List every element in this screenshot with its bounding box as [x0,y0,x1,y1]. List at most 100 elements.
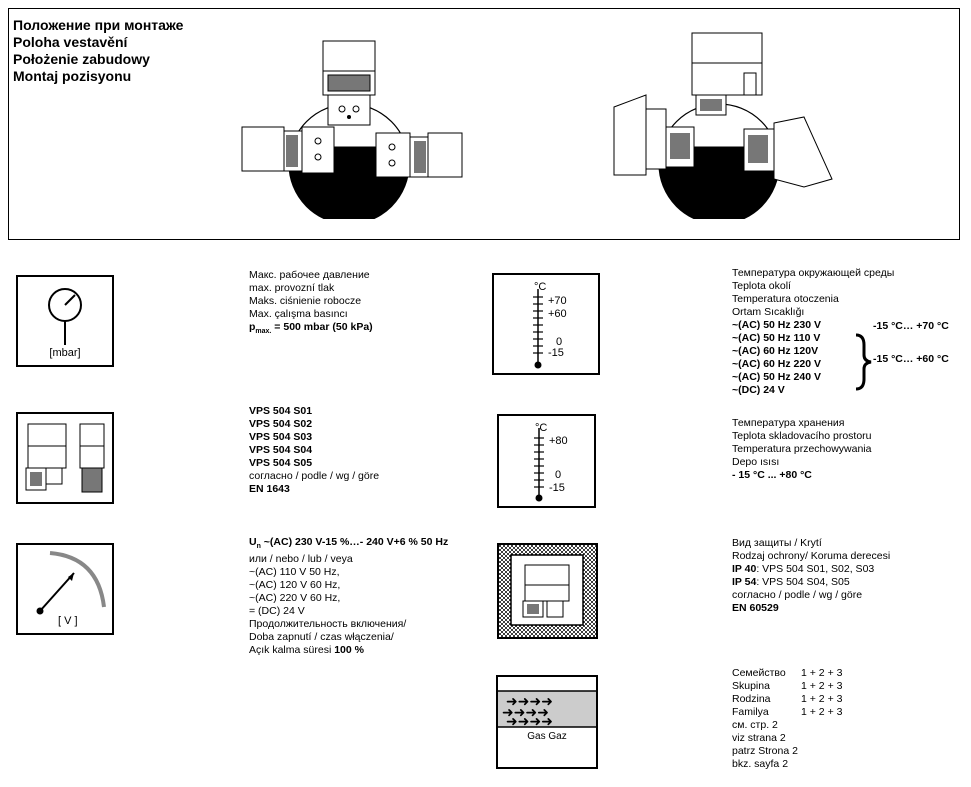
voltage-symbol: U [249,536,257,548]
gas-page-ref: viz strana 2 [732,732,786,744]
pressure-text: Макс. рабочее давление max. provozní tla… [249,269,373,338]
installation-titles: Положение при монтаже Poloha vestavění P… [13,17,183,85]
storage-line: Температура хранения [732,417,845,429]
ambient-thermo-unit: °C [534,281,547,293]
gas-icon-label: Gas Gaz [527,731,567,742]
installation-side-view-diagram [613,32,833,219]
storage-tick: 0 [555,469,562,481]
installation-title-pl: Położenie zabudowy [13,51,150,67]
ip54-label: IP 54 [732,576,757,588]
pressure-gauge-icon [48,288,82,345]
gas-flow-icon: ➜➜➜➜ ➜➜➜➜ ➜➜➜➜ [498,690,596,730]
voltage-text: Un ~(AC) 230 V-15 %…- 240 V+6 % 50 Hz ил… [249,536,448,657]
ambient-supply: ~(DC) 24 V [732,384,785,396]
ip-protection-icon [497,543,598,639]
gas-family-symbol: ➜➜➜➜ ➜➜➜➜ ➜➜➜➜ Gas Gaz [496,675,598,769]
ambient-line: Температура окружающей среды [732,267,895,279]
pressure-line: Max. çalışma basıncı [249,308,348,320]
protection-subtitle: Rodzaj ochrony/ Koruma derecesi [732,550,891,562]
ambient-line: Temperatura otoczenia [732,293,839,305]
gas-family-value: 1 + 2 + 3 [801,680,843,692]
duty-cycle-label: Açık kalma süresi [249,644,335,657]
pressure-gauge-symbol: [mbar] [16,275,114,367]
voltage-main: Un ~(AC) 230 V-15 %…- 240 V+6 % 50 Hz [249,536,448,553]
pmax-symbol: p [249,321,256,333]
ambient-tick: -15 [548,347,564,359]
storage-thermo-unit: °C [535,422,548,434]
svg-text:➜➜➜➜: ➜➜➜➜ [506,714,553,730]
gas-family-label: Familya [732,706,769,718]
ambient-tick: +60 [548,308,567,320]
storage-temp-text: Температура хранения Teplota skladovacíh… [732,417,872,482]
model-item: VPS 504 S03 [249,431,313,443]
voltage-line: Продолжительность включения/ [249,618,407,631]
pressure-line: Макс. рабочее давление [249,269,370,281]
pressure-unit-label: [mbar] [49,347,81,359]
pmax-subscript: max. [255,328,272,336]
gas-family-row: Rodzina 1 + 2 + 3 [732,693,842,706]
duty-cycle: Açık kalma süresi 100 % [249,644,448,657]
ambient-range-2: -15 °C… +60 °C [873,353,949,365]
installation-title-tr: Montaj pozisyonu [13,68,132,84]
valve-mounting-icon [25,423,105,493]
voltage-line: ~(AC) 220 V 60 Hz, [249,592,341,605]
models-standard: EN 1643 [249,483,290,495]
models-according: согласно / podle / wg / göre [249,470,380,482]
voltage-range: ~(AC) 230 V-15 %…- 240 V+6 % 50 Hz [260,536,449,548]
gas-page-ref: bkz. sayfa 2 [732,758,789,770]
protection-text: Вид защиты / Krytí Rodzaj ochrony/ Korum… [732,537,890,615]
models-text: VPS 504 S01 VPS 504 S02 VPS 504 S03 VPS … [249,405,379,496]
ambient-line: Ortam Sıcaklığı [732,306,805,318]
gas-page-ref: см. стр. 2 [732,719,778,731]
model-item: VPS 504 S05 [249,457,313,469]
storage-thermometer-icon [534,428,544,502]
voltage-line: = (DC) 24 V [249,605,305,618]
gas-family-value: 1 + 2 + 3 [801,667,843,679]
gas-family-value: 1 + 2 + 3 [801,693,843,705]
gas-page-ref: patrz Strona 2 [732,745,798,757]
ambient-tick: 0 [556,336,563,348]
installation-position-panel: Положение при монтаже Poloha vestavění P… [8,8,960,240]
ambient-supply: ~(AC) 50 Hz 110 V [732,332,821,344]
installation-front-view-diagram [241,40,463,219]
model-item: VPS 504 S01 [249,405,313,417]
installation-title-ru: Положение при монтаже [13,17,184,33]
installation-title-cs: Poloha vestavění [13,34,128,50]
storage-tick: -15 [549,482,565,494]
brace-icon [855,333,872,391]
ambient-supply: ~(AC) 50 Hz 240 V [732,371,821,383]
duty-cycle-value: 100 % [334,644,364,657]
model-item: VPS 504 S02 [249,418,313,430]
protection-ip54: IP 54: VPS 504 S04, S05 [732,576,890,589]
ambient-thermometer-icon [533,289,543,369]
voltage-unit-label: [ V ] [58,615,78,627]
voltage-line: ~(AC) 110 V 50 Hz, [249,566,340,579]
ip40-value: : VPS 504 S01, S02, S03 [756,563,875,575]
storage-line: Temperatura przechowywania [732,443,872,455]
voltmeter-icon [36,551,106,615]
ambient-supply: ~(AC) 50 Hz 230 V [732,319,821,331]
gas-family-label: Rodzina [732,693,771,705]
voltage-line: ~(AC) 120 V 60 Hz, [249,579,341,592]
gas-family-value: 1 + 2 + 3 [801,706,843,718]
ip40-label: IP 40 [732,563,757,575]
storage-line: Depo ısısı [732,456,780,468]
voltage-line: или / nebo / lub / veya [249,553,353,566]
model-item: VPS 504 S04 [249,444,313,456]
pmax-number: = 500 mbar (50 kPa) [271,321,373,333]
ambient-tick: +70 [548,295,567,307]
ambient-supply: ~(AC) 60 Hz 120V [732,345,819,357]
pmax-value: pmax. = 500 mbar (50 kPa) [249,321,373,338]
voltage-line: Doba zapnutí / czas włączenia/ [249,631,394,644]
gas-family-row: Familya 1 + 2 + 3 [732,706,842,719]
protection-standard: EN 60529 [732,602,779,614]
voltage-meter-symbol: [ V ] [16,543,114,635]
ambient-line: Teplota okolí [732,280,791,292]
ip54-value: : VPS 504 S04, S05 [756,576,850,588]
ambient-supply: ~(AC) 60 Hz 220 V [732,358,821,370]
ambient-temp-text: Температура окружающей среды Teplota oko… [732,267,894,397]
protection-symbol [497,543,598,639]
gas-family-label: Skupina [732,680,770,692]
